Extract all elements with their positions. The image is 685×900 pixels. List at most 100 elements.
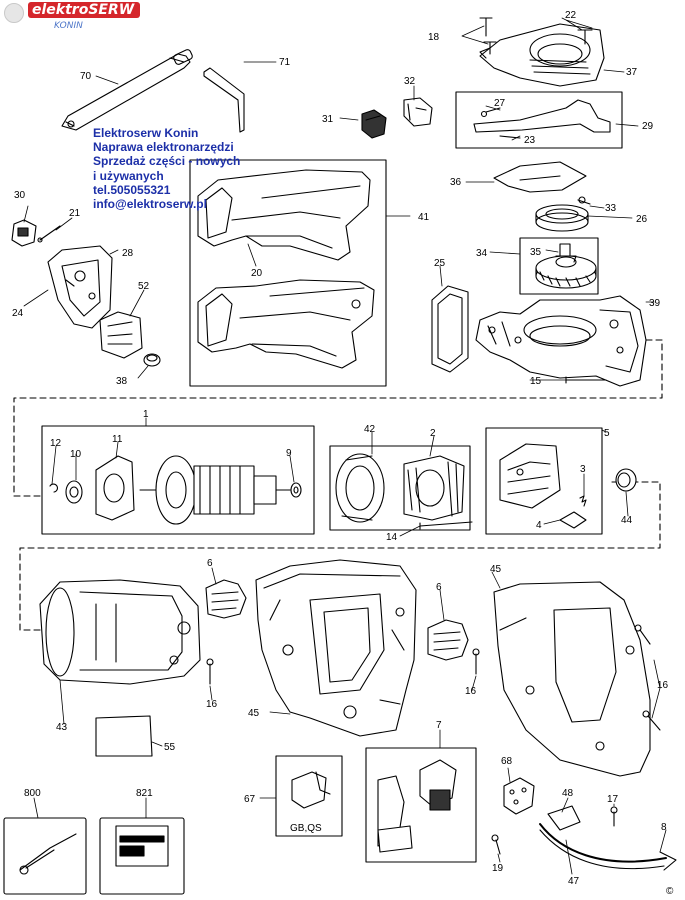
gear-box-34 bbox=[519, 237, 599, 295]
part-label-34: 34 bbox=[476, 248, 488, 259]
part-label-800: 800 bbox=[24, 788, 41, 799]
part-label-29: 29 bbox=[642, 121, 654, 132]
switch-assembly-part-5 bbox=[499, 443, 561, 509]
bearing-part-10 bbox=[65, 480, 83, 504]
brush-holder-part-32 bbox=[403, 97, 433, 127]
part-label-10: 10 bbox=[70, 449, 82, 460]
handle-half-part-20-lower bbox=[197, 279, 375, 369]
part-label-67: 67 bbox=[244, 794, 256, 805]
gasket-part-36 bbox=[493, 161, 587, 193]
contact-line-parts: Sprzedaż części - nowych bbox=[93, 154, 241, 169]
part-number-labels: 70 71 31 32 18 22 37 27 23 29 36 33 26 3… bbox=[12, 10, 674, 897]
switch-variant-part-67 bbox=[291, 771, 331, 809]
brand-watermark: elektroSERW KONIN bbox=[0, 0, 141, 36]
part-label-5: 5 bbox=[604, 428, 610, 439]
motor-housing-part-43 bbox=[39, 579, 201, 685]
blade-clamp-box-29 bbox=[455, 91, 623, 149]
gasket-plate-part-25 bbox=[431, 285, 469, 373]
cap-part-44 bbox=[615, 468, 637, 492]
part-label-6-left: 6 bbox=[207, 558, 213, 569]
switch-part-30 bbox=[11, 219, 37, 247]
gear-housing-part-39 bbox=[475, 295, 647, 387]
part-label-70: 70 bbox=[80, 71, 92, 82]
handle-box-41 bbox=[189, 159, 387, 387]
part-label-25: 25 bbox=[434, 258, 446, 269]
brush-cap-part-6-right bbox=[427, 619, 469, 661]
part-label-30: 30 bbox=[14, 190, 26, 201]
part-label-22: 22 bbox=[565, 10, 577, 21]
armature-box-1 bbox=[41, 425, 315, 535]
field-box-42 bbox=[329, 445, 471, 531]
part-label-21: 21 bbox=[69, 208, 81, 219]
clamshell-left-part-45 bbox=[255, 559, 417, 737]
tool-box-800 bbox=[3, 817, 87, 895]
blade-clamp-part-29 bbox=[473, 99, 611, 139]
contact-line-email: info@elektroserw.pl bbox=[93, 197, 207, 212]
part-label-48: 48 bbox=[562, 788, 574, 799]
screw-part-18 bbox=[479, 17, 497, 55]
part-label-19: 19 bbox=[492, 863, 504, 874]
snap-ring-part-12 bbox=[49, 483, 58, 493]
part-label-55: 55 bbox=[164, 742, 176, 753]
bearing-part-26 bbox=[535, 204, 589, 232]
contact-line-phone: tel.505055321 bbox=[93, 182, 171, 197]
part-label-35: 35 bbox=[530, 247, 542, 258]
screw-part-16-middle bbox=[472, 648, 480, 675]
part-label-18: 18 bbox=[428, 32, 440, 43]
leader-lines bbox=[23, 17, 667, 875]
fan-baffle-part-42 bbox=[335, 453, 385, 523]
part-label-52: 52 bbox=[138, 281, 150, 292]
part-label-32: 32 bbox=[404, 76, 416, 87]
assembly-guide-lines bbox=[13, 339, 663, 631]
brand-logo-icon bbox=[4, 3, 24, 23]
brush-box-7 bbox=[365, 747, 477, 863]
brush-cap-part-6-left bbox=[205, 579, 247, 619]
part-label-3: 3 bbox=[580, 464, 586, 475]
spring-part-3 bbox=[579, 495, 587, 507]
part-label-24: 24 bbox=[12, 308, 24, 319]
part-label-43: 43 bbox=[56, 722, 68, 733]
part-label-20: 20 bbox=[251, 268, 263, 279]
handle-half-part-20-upper bbox=[197, 169, 371, 261]
brand-name: elektroSERW bbox=[28, 2, 141, 18]
spring-plate-part-52 bbox=[99, 311, 143, 359]
knob-part-38 bbox=[143, 353, 161, 367]
part-label-1: 1 bbox=[143, 409, 149, 420]
part-label-12: 12 bbox=[50, 438, 62, 449]
screw-part-22 bbox=[577, 29, 593, 45]
part-label-31: 31 bbox=[322, 114, 334, 125]
brush-part-31 bbox=[361, 109, 387, 139]
screw-part-17 bbox=[610, 806, 618, 827]
part-label-16-right: 16 bbox=[657, 680, 669, 691]
part-label-28: 28 bbox=[122, 248, 134, 259]
field-coil-part-2 bbox=[403, 455, 465, 521]
part-label-11: 11 bbox=[112, 434, 123, 445]
part-label-44: 44 bbox=[621, 515, 633, 526]
part-label-15: 15 bbox=[530, 376, 542, 387]
gear-cover-plate-part-37 bbox=[479, 23, 605, 87]
power-cord-part-47 bbox=[539, 823, 677, 871]
contact-line-service: Naprawa elektronarzędzi bbox=[93, 140, 234, 155]
contact-info: Elektroserw Konin Naprawa elektronarzędz… bbox=[93, 126, 240, 211]
brush-holder-part-7 bbox=[377, 759, 457, 853]
insulator-part-55 bbox=[95, 715, 153, 757]
part-label-4: 4 bbox=[536, 520, 542, 531]
clamshell-right-part-45 bbox=[493, 581, 651, 777]
part-label-9: 9 bbox=[286, 448, 292, 459]
part-label-2: 2 bbox=[430, 428, 436, 439]
part-label-38: 38 bbox=[116, 376, 128, 387]
wrench-part-70 bbox=[61, 49, 193, 131]
gear-part-34 bbox=[535, 243, 597, 289]
part-label-71: 71 bbox=[279, 57, 291, 68]
contact-line-company: Elektroserw Konin bbox=[93, 126, 199, 140]
pin-part-33 bbox=[577, 196, 591, 205]
baffle-part-11 bbox=[95, 455, 135, 521]
part-label-41: 41 bbox=[418, 212, 430, 223]
contact-line-parts-used: i używanych bbox=[93, 168, 164, 183]
variant-label: GB,QS bbox=[290, 823, 322, 834]
part-label-821: 821 bbox=[136, 788, 153, 799]
part-label-42: 42 bbox=[364, 424, 376, 435]
switch-box-5 bbox=[485, 427, 603, 535]
